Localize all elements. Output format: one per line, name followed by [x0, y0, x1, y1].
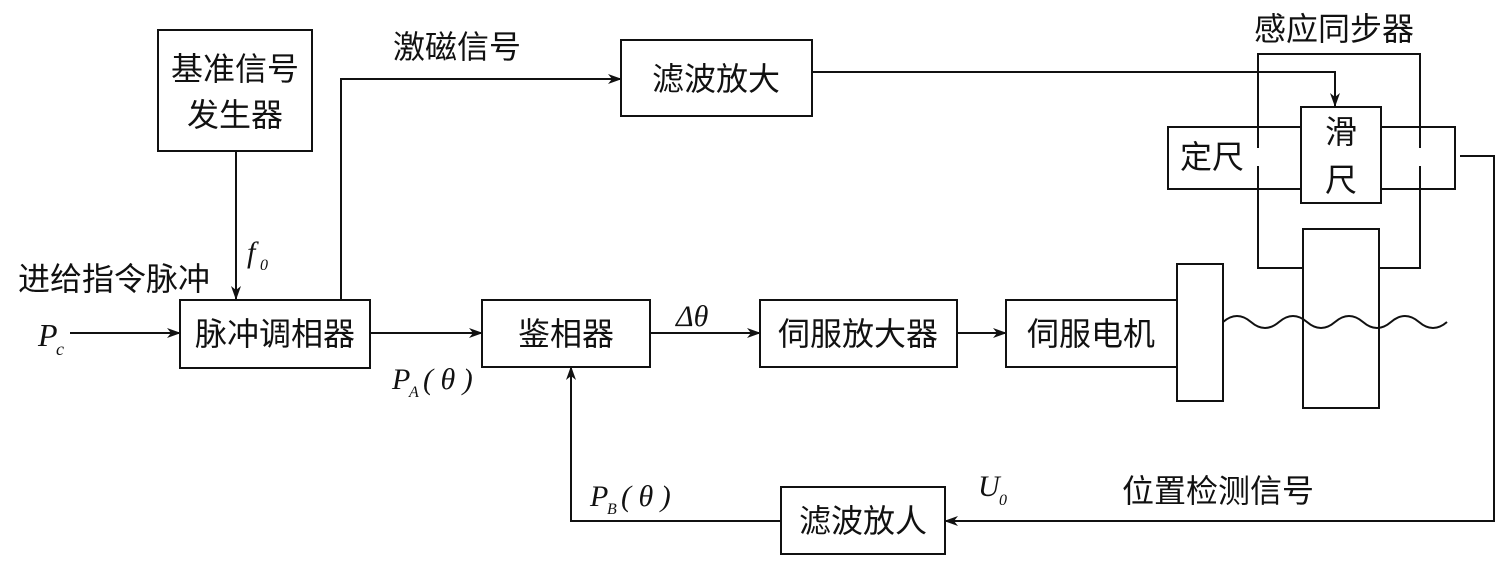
- svg-text:P: P: [589, 480, 608, 513]
- slider-box: [1300, 106, 1382, 204]
- motor-coupling: [1176, 263, 1224, 402]
- svg-text:B: B: [607, 501, 617, 518]
- svg-text:U: U: [978, 470, 1002, 503]
- position-feedback-line: [944, 155, 1495, 526]
- servo-amplifier-label: 伺服放大器: [778, 315, 938, 353]
- u0-label: U 0: [978, 470, 1007, 509]
- pulse-phase-modulator-box: [179, 299, 371, 369]
- filter-amp-bottom-label: 滤波放人: [799, 502, 927, 540]
- servo-motor-label: 伺服电机: [1027, 315, 1155, 353]
- inductosyn-upper-frame: [1257, 53, 1421, 128]
- pa-theta-label: P A ( θ ): [391, 363, 473, 401]
- filter-amp-top-label: 滤波放大: [652, 60, 780, 98]
- delta-theta-label: Δθ: [675, 300, 709, 333]
- discriminator-label: 鉴相器: [518, 315, 614, 353]
- pb-feedback-line: [566, 366, 781, 522]
- svg-text:( θ ): ( θ ): [423, 363, 473, 396]
- feed-command-pulse-label: 进给指令脉冲: [18, 260, 210, 298]
- fixed-scale-label: 定尺: [1180, 138, 1244, 176]
- svg-text:f: f: [247, 236, 259, 269]
- inductosyn-label: 感应同步器: [1254, 10, 1414, 48]
- reference-generator-box: [157, 29, 313, 152]
- svg-text:c: c: [56, 339, 64, 359]
- pulse-phase-modulator-label: 脉冲调相器: [195, 315, 355, 353]
- excitation-signal-line: [340, 74, 622, 300]
- svg-text:P: P: [37, 317, 58, 353]
- servo-motor-box: [1005, 299, 1178, 368]
- filter-amp-top-box: [620, 39, 813, 117]
- svg-text:( θ ): ( θ ): [621, 480, 671, 513]
- svg-text:P: P: [391, 363, 410, 396]
- filter-to-slider-line: [812, 71, 1340, 107]
- reference-generator-label-1: 基准信号: [171, 50, 299, 88]
- filter-amp-bottom-box: [780, 486, 946, 555]
- svg-text:0: 0: [999, 492, 1007, 509]
- excitation-signal-label: 激磁信号: [393, 28, 521, 66]
- svg-text:A: A: [408, 384, 419, 401]
- servo-amplifier-box: [759, 299, 958, 368]
- discriminator-box: [481, 299, 651, 368]
- reference-generator-label-2: 发生器: [187, 96, 283, 134]
- lead-screw-wave: [1222, 315, 1448, 329]
- f0-label: f 0: [247, 236, 268, 274]
- slider-label-2: 尺: [1325, 161, 1357, 199]
- slider-label-1: 滑: [1325, 113, 1357, 151]
- pc-label: P c: [37, 317, 64, 359]
- position-detect-signal-label: 位置检测信号: [1122, 472, 1314, 510]
- svg-text:0: 0: [260, 257, 268, 274]
- pb-theta-label: P B ( θ ): [589, 480, 671, 518]
